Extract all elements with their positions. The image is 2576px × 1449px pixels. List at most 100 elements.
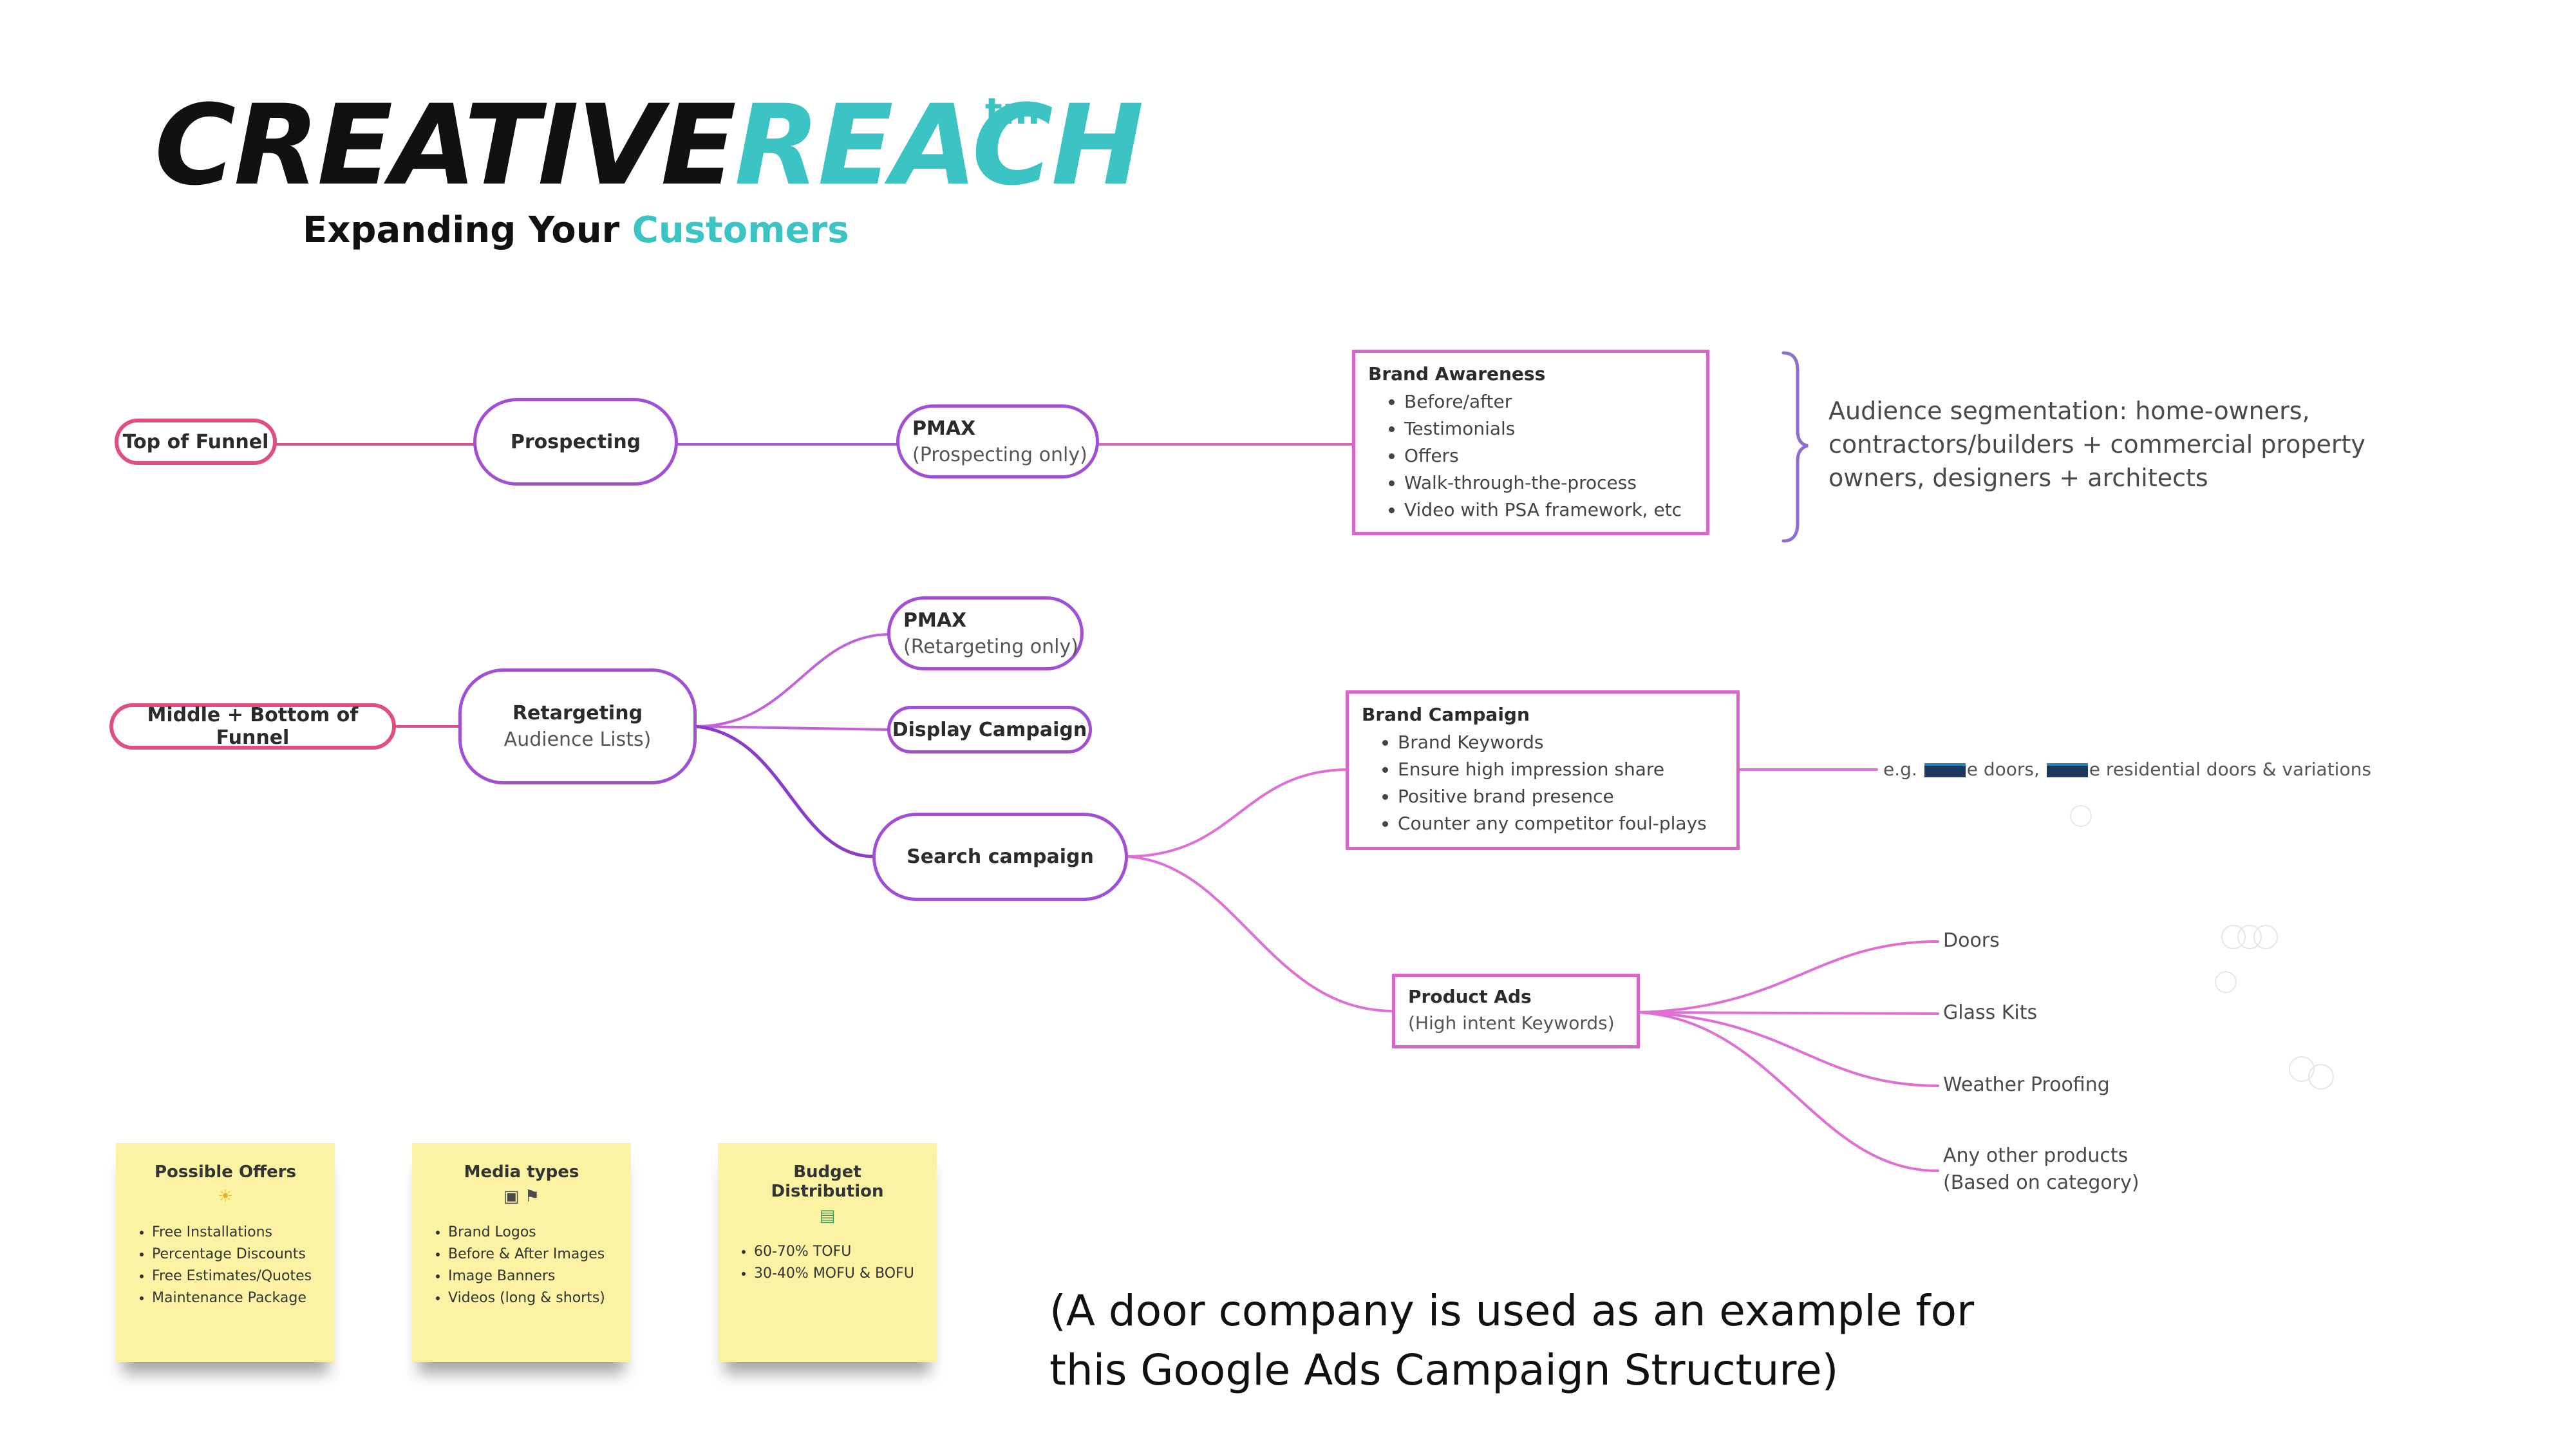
audience-segmentation-note: Audience segmentation: home-owners, cont…	[1829, 394, 2472, 495]
node-pmax-retargeting-sub: (Retargeting only)	[903, 635, 1078, 658]
redacted-brand-mark	[2046, 763, 2088, 777]
leaf-product-glass-kits: Glass Kits	[1943, 1001, 2038, 1024]
list-item: Testimonials	[1404, 418, 1693, 440]
caption-line: (A door company is used as an example fo…	[1049, 1286, 1975, 1336]
sticky-note-title: Possible Offers	[154, 1162, 297, 1182]
list-item: Ensure high impression share	[1398, 759, 1724, 781]
brand-keyword-example: e.g. e doors, e residential doors & vari…	[1883, 756, 2371, 783]
ghost-artifact	[2308, 1064, 2334, 1090]
tagline-accent: Customers	[632, 209, 849, 251]
brand-awareness-title: Brand Awareness	[1368, 363, 1546, 384]
list-item: Walk-through-the-process	[1404, 472, 1693, 494]
node-retargeting-sub: Audience Lists)	[503, 728, 652, 751]
ghost-artifact	[2253, 925, 2278, 949]
logo-trademark: tm	[985, 91, 1040, 133]
node-display-campaign: Display Campaign	[887, 706, 1092, 753]
list-item: 60-70% TOFU	[754, 1241, 920, 1263]
list-item: Video with PSA framework, etc	[1404, 499, 1693, 521]
connector-product-doors	[1637, 940, 1939, 1014]
brace	[1782, 351, 1809, 543]
list-item: Videos (long & shorts)	[448, 1287, 614, 1309]
example-prefix: e.g.	[1883, 759, 1917, 780]
audience-line: Audience segmentation: home-owners,	[1829, 397, 2310, 425]
media-icon: ▣ ⚑	[503, 1187, 540, 1206]
example-part2: e residential doors & variations	[2089, 759, 2371, 780]
caption-line: this Google Ads Campaign Structure)	[1049, 1345, 1839, 1395]
connector-search-brand	[1125, 768, 1350, 858]
node-display-campaign-label: Display Campaign	[892, 718, 1087, 741]
node-pmax-retargeting: PMAX (Retargeting only)	[887, 596, 1084, 670]
ghost-artifact	[2215, 971, 2237, 993]
product-ads-title: Product Ads	[1408, 986, 1532, 1007]
node-middle-bottom-funnel: Middle + Bottom of Funnel	[109, 703, 396, 750]
leaf-product-doors: Doors	[1943, 929, 2000, 952]
sticky-note-title: Budget Distribution	[771, 1162, 884, 1201]
tagline-text: Expanding Your	[303, 209, 632, 251]
node-brand-awareness: Brand Awareness Before/after Testimonial…	[1352, 350, 1709, 535]
list-item: Before & After Images	[448, 1244, 614, 1265]
logo-text-creative: CREATIVE	[155, 80, 737, 210]
node-pmax-prospecting-title: PMAX	[912, 417, 976, 440]
node-search-campaign: Search campaign	[872, 813, 1128, 901]
node-search-campaign-label: Search campaign	[907, 846, 1094, 868]
connector-retargeting-search	[693, 724, 876, 858]
node-pmax-prospecting: PMAX (Prospecting only)	[896, 404, 1099, 478]
leaf-product-weather-proofing: Weather Proofing	[1943, 1074, 2110, 1096]
connector-retargeting-pmax	[694, 633, 891, 728]
leaf-product-other-line1: Any other products	[1943, 1144, 2129, 1167]
node-pmax-prospecting-sub: (Prospecting only)	[912, 443, 1087, 466]
connector-product-glass	[1637, 1011, 1939, 1015]
connector-search-product	[1125, 855, 1395, 1012]
audience-line: contractors/builders + commercial proper…	[1829, 430, 2365, 459]
list-item: Positive brand presence	[1398, 786, 1724, 808]
brand-logo: CREATIVEREACH tm	[155, 90, 1144, 201]
node-brand-campaign: Brand Campaign Brand Keywords Ensure hig…	[1346, 690, 1740, 850]
list-item: Free Installations	[152, 1222, 318, 1244]
list-item: Percentage Discounts	[152, 1244, 318, 1265]
node-product-ads: Product Ads (High intent Keywords)	[1392, 974, 1640, 1048]
list-item: Counter any competitor foul-plays	[1398, 813, 1724, 835]
logo-text-reach: REACH	[734, 80, 1144, 210]
brand-awareness-list: Before/after Testimonials Offers Walk-th…	[1368, 391, 1693, 521]
list-item: Maintenance Package	[152, 1287, 318, 1309]
example-part1: e doors,	[1966, 759, 2040, 780]
list-item: Offers	[1404, 445, 1693, 467]
sticky-note-list: Free Installations Percentage Discounts …	[133, 1222, 318, 1309]
list-item: Free Estimates/Quotes	[152, 1265, 318, 1287]
brand-campaign-list: Brand Keywords Ensure high impression sh…	[1362, 732, 1724, 835]
sticky-note-list: 60-70% TOFU 30-40% MOFU & BOFU	[735, 1241, 920, 1285]
list-item: Before/after	[1404, 391, 1693, 413]
product-ads-sub: (High intent Keywords)	[1408, 1012, 1615, 1034]
leaf-product-other-line2: (Based on category)	[1943, 1171, 2139, 1194]
sticky-note-budget-distribution: Budget Distribution ▤ 60-70% TOFU 30-40%…	[718, 1143, 937, 1362]
sticky-note-list: Brand Logos Before & After Images Image …	[429, 1222, 614, 1309]
node-retargeting: Retargeting Audience Lists)	[458, 668, 697, 784]
node-top-of-funnel: Top of Funnel	[115, 419, 277, 465]
sun-icon: ☀	[218, 1187, 233, 1206]
leaf-product-other: Any other products (Based on category)	[1943, 1142, 2139, 1197]
node-prospecting: Prospecting	[473, 398, 678, 486]
node-retargeting-title: Retargeting	[512, 702, 643, 724]
redacted-brand-mark	[1924, 763, 1966, 777]
list-item: Brand Keywords	[1398, 732, 1724, 753]
ghost-artifact	[2070, 805, 2092, 827]
brand-campaign-title: Brand Campaign	[1362, 704, 1530, 725]
money-icon: ▤	[819, 1206, 836, 1226]
node-middle-bottom-funnel-label: Middle + Bottom of Funnel	[147, 704, 359, 749]
node-pmax-retargeting-title: PMAX	[903, 609, 967, 632]
connector-retargeting-display	[694, 725, 891, 731]
caption: (A door company is used as an example fo…	[1049, 1282, 2015, 1400]
list-item: Image Banners	[448, 1265, 614, 1287]
node-prospecting-label: Prospecting	[510, 430, 641, 453]
connector-product-weather	[1637, 1011, 1939, 1087]
sticky-note-media-types: Media types ▣ ⚑ Brand Logos Before & Aft…	[412, 1143, 631, 1362]
list-item: 30-40% MOFU & BOFU	[754, 1263, 920, 1285]
list-item: Brand Logos	[448, 1222, 614, 1244]
sticky-note-possible-offers: Possible Offers ☀ Free Installations Per…	[116, 1143, 335, 1362]
node-top-of-funnel-label: Top of Funnel	[122, 430, 269, 453]
connector-product-other	[1637, 1011, 1939, 1172]
audience-line: owners, designers + architects	[1829, 464, 2208, 492]
sticky-note-title: Media types	[464, 1162, 579, 1182]
brand-tagline: Expanding Your Customers	[303, 209, 849, 251]
